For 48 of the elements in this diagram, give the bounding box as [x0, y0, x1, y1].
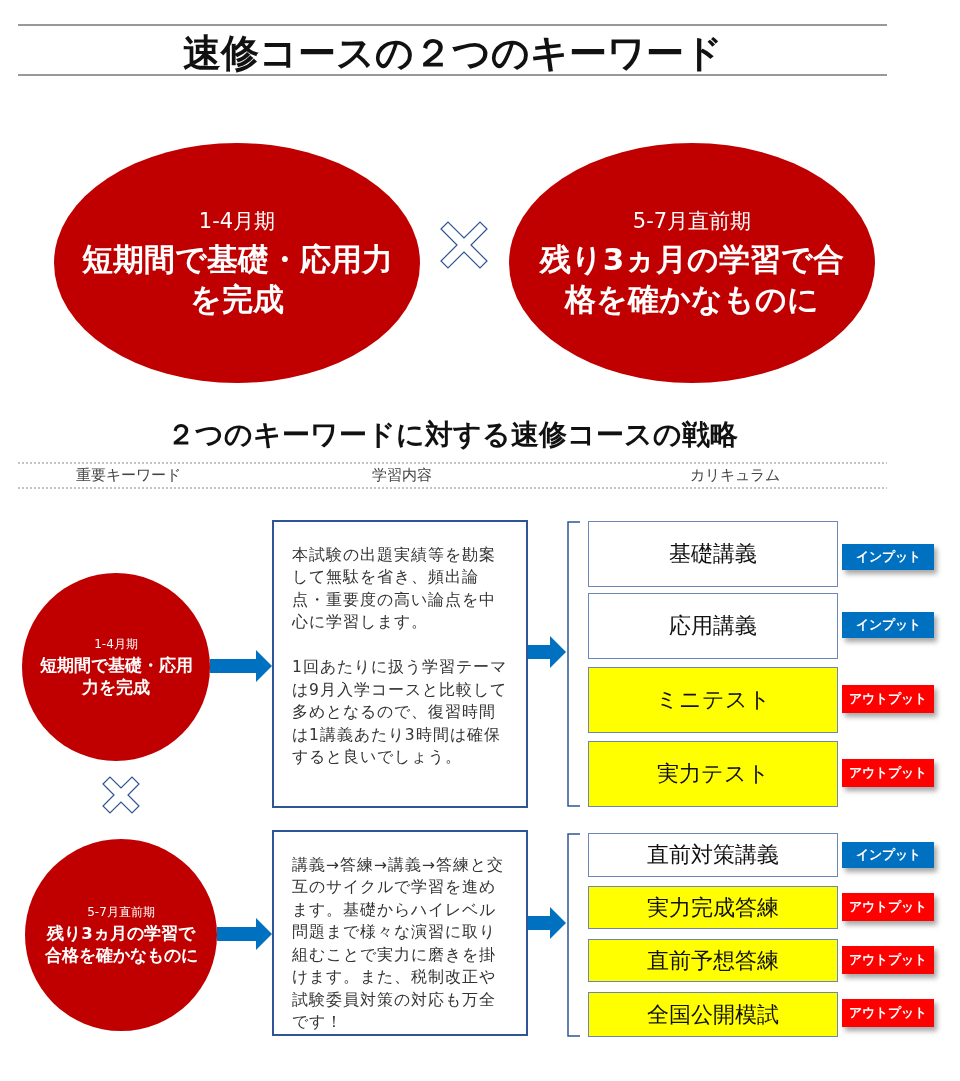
category-tag: インプット	[842, 544, 934, 570]
category-tag: インプット	[842, 612, 934, 638]
keyword-text: 短期間で基礎・応用力を完成	[38, 655, 194, 698]
column-header: カリキュラム	[689, 466, 781, 485]
course-box	[588, 886, 838, 929]
category-tag: アウトプット	[842, 685, 934, 713]
course-box	[588, 939, 838, 982]
block-arrow	[210, 650, 272, 682]
category-tag: アウトプット	[842, 946, 934, 974]
course-name: 全国公開模試	[647, 1000, 779, 1029]
description-box	[272, 520, 528, 808]
course-box	[588, 741, 838, 807]
course-name: 実力テスト	[656, 760, 770, 788]
course-box	[588, 521, 838, 587]
course-name: 応用講義	[669, 612, 757, 640]
course-name: 基礎講義	[669, 540, 757, 568]
period-text: 1-4月期	[94, 636, 138, 654]
category-tag: アウトプット	[842, 999, 934, 1027]
description-box	[272, 830, 528, 1036]
block-arrow	[528, 907, 566, 939]
category-tag: アウトプット	[842, 759, 934, 787]
block-arrow	[217, 918, 272, 950]
course-box	[588, 593, 838, 659]
course-name: 直前予想答練	[647, 946, 779, 975]
description-text: 1回あたりに扱う学習テーマは9月入学コースと比較して多めとなるので、復習時間は1講義あたり3時間は確保すると良いでしょう。	[292, 657, 508, 769]
course-name: 直前対策講義	[647, 841, 779, 869]
keyword-text: 残り3ヵ月の学習で合格を確かなものに	[43, 923, 199, 966]
course-name: 実力完成答練	[647, 893, 779, 922]
course-box	[588, 667, 838, 733]
period-text: 1-4月期	[198, 207, 276, 235]
period-text: 5-7月直前期	[632, 207, 752, 235]
column-header: 学習内容	[371, 466, 433, 485]
course-box	[588, 833, 838, 877]
keyword-text: 残り3ヵ月の学習で合格を確かなものに	[538, 239, 846, 319]
description-text: 講義→答練→講義→答練と交互のサイクルで学習を進めます。基礎からハイレベル問題まで様々な演習に取り組むことで実力に磨きを掛けます。また、税制改正や試験委員対策の対応も万全です！	[292, 855, 505, 1034]
description-text: 本試験の出題実績等を勘案して無駄を省き、頻出論点・重要度の高い論点を中心に学習します。	[292, 545, 497, 634]
section-heading: ２つのキーワードに対する速修コースの戦略	[166, 417, 739, 453]
bracket	[566, 833, 580, 1037]
period-text: 5-7月直前期	[87, 904, 155, 922]
course-name: ミニテスト	[655, 686, 771, 714]
block-arrow	[528, 636, 566, 668]
bracket	[566, 521, 580, 807]
category-tag: インプット	[842, 842, 934, 868]
course-box	[588, 992, 838, 1037]
category-tag: アウトプット	[842, 893, 934, 921]
title: 速修コースの２つのキーワード	[181, 30, 724, 77]
keyword-text: 短期間で基礎・応用力を完成	[80, 239, 394, 319]
column-header: 重要キーワード	[74, 466, 182, 485]
